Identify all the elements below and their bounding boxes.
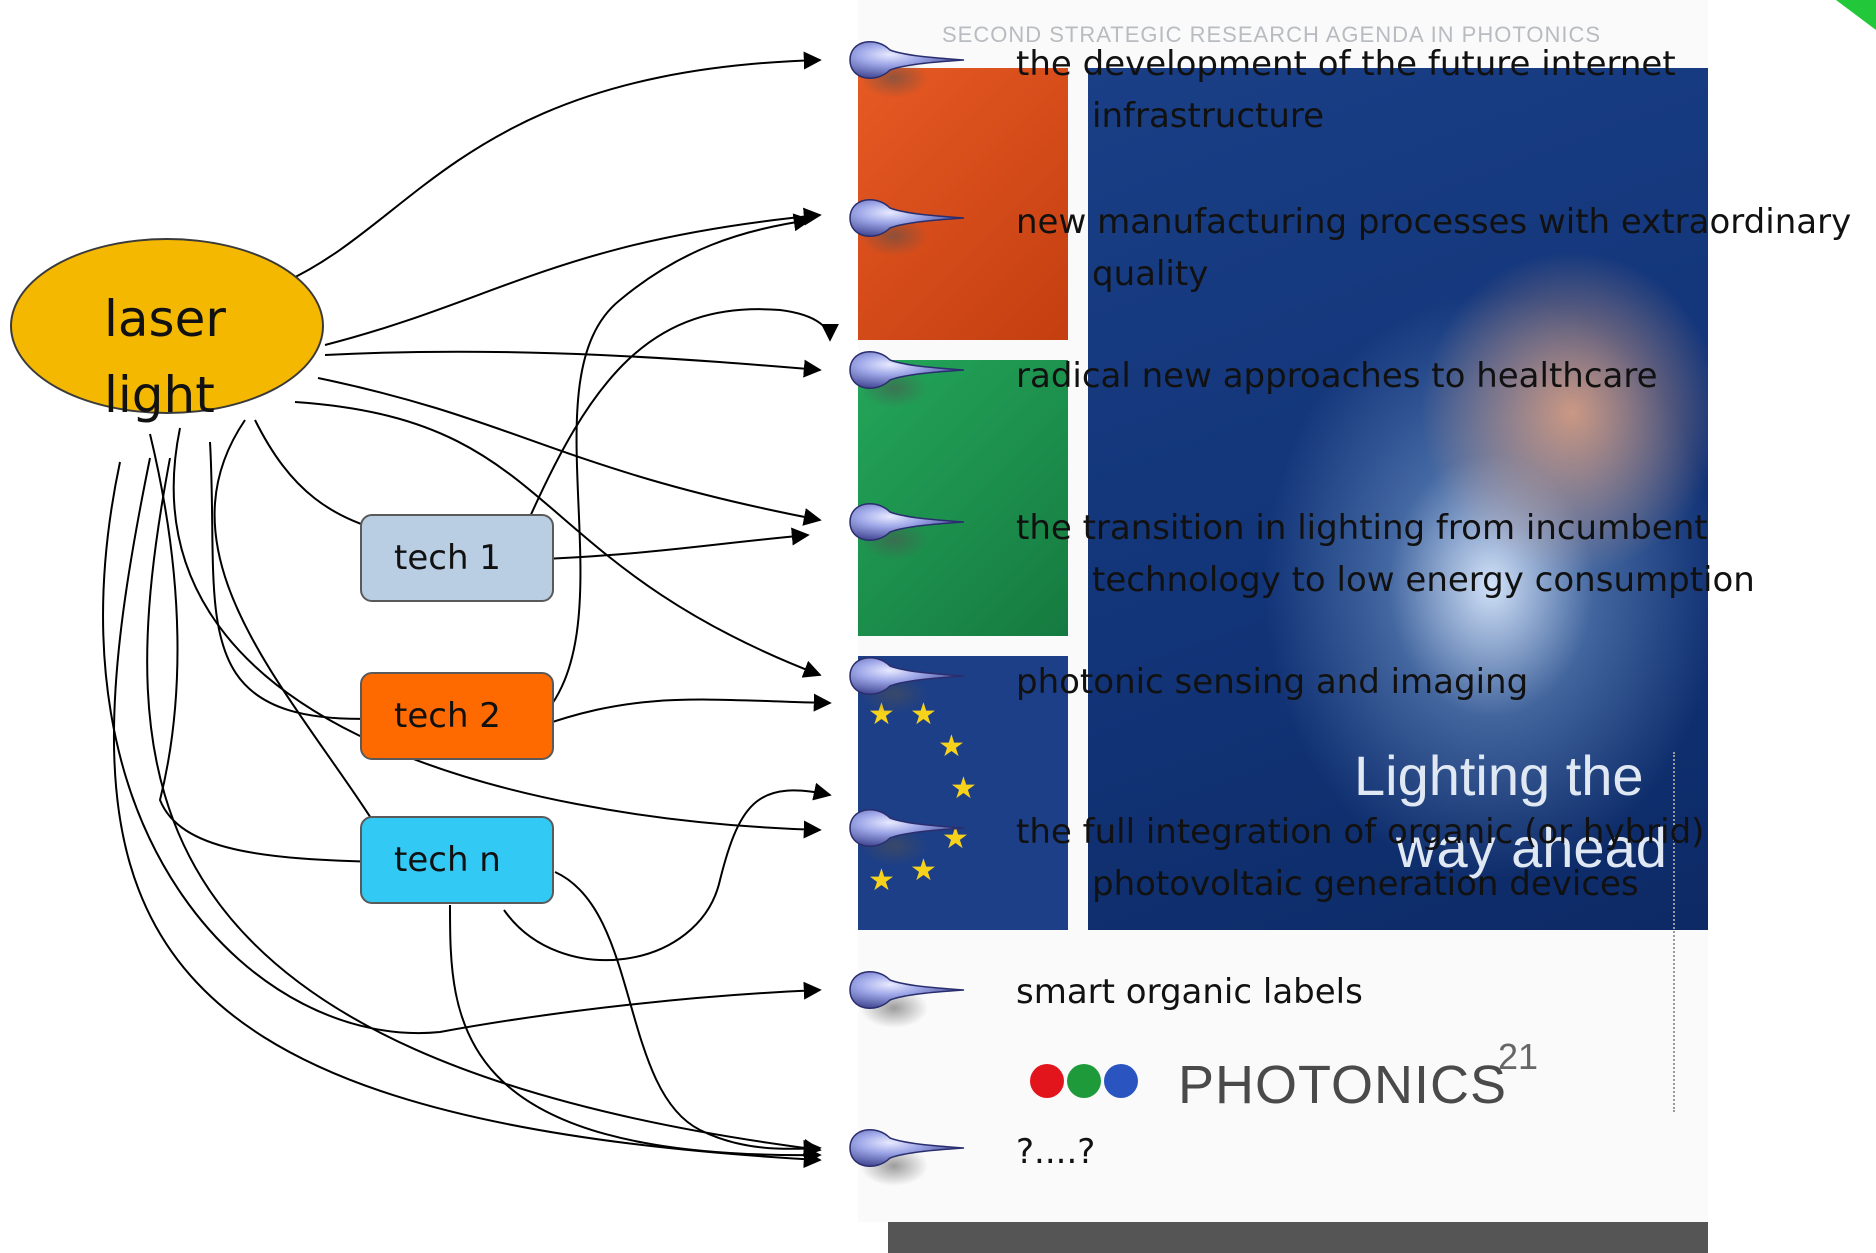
star-icon: ★ bbox=[938, 730, 965, 763]
application-line1: ?....? bbox=[1016, 1132, 1096, 1172]
laser-node-line1: laser bbox=[104, 290, 226, 348]
puzzle-hand-image bbox=[1088, 68, 1708, 930]
droplet-bullet-icon bbox=[849, 809, 965, 866]
application-item: new manufacturing processes with extraor… bbox=[1016, 196, 1851, 300]
star-icon: ★ bbox=[950, 772, 977, 805]
logo-dot-blue bbox=[1104, 1064, 1138, 1098]
droplet-bullet-icon bbox=[849, 657, 965, 714]
edge-techn-app6 bbox=[503, 782, 832, 962]
edge-laser-techn-b bbox=[213, 419, 389, 847]
edge-techn-app8a bbox=[554, 871, 822, 1158]
application-line1: the transition in lighting from incumben… bbox=[1016, 508, 1708, 548]
edge-techn-app8b bbox=[449, 904, 822, 1165]
application-line2: photovoltaic generation devices bbox=[1092, 864, 1639, 904]
application-item: photonic sensing and imaging bbox=[1016, 656, 1528, 708]
logo-dot-red bbox=[1030, 1064, 1064, 1098]
green-corner bbox=[1836, 0, 1876, 30]
edge-laser-app8a bbox=[112, 457, 822, 1169]
droplet-bullet-icon bbox=[849, 351, 965, 408]
tech-2-node: tech 2 bbox=[360, 672, 554, 760]
laser-node-line2: light bbox=[104, 366, 215, 424]
application-line2: quality bbox=[1092, 254, 1209, 294]
application-line2: technology to low energy consumption bbox=[1092, 560, 1755, 600]
edge-laser-techn bbox=[149, 433, 392, 871]
application-line1: photonic sensing and imaging bbox=[1016, 662, 1529, 702]
application-line2: infrastructure bbox=[1092, 96, 1325, 136]
edge-laser-tech2 bbox=[209, 441, 392, 728]
cover-title-line2: way ahead bbox=[1396, 816, 1667, 879]
tech-1-label: tech 1 bbox=[394, 538, 501, 578]
brochure-header: SECOND STRATEGIC RESEARCH AGENDA IN PHOT… bbox=[942, 22, 1602, 47]
application-item: radical new approaches to healthcare bbox=[1016, 350, 1658, 402]
edge-laser-app1 bbox=[284, 51, 822, 283]
droplet-bullet-icon bbox=[849, 1129, 965, 1186]
application-line1: the full integration of organic (or hybr… bbox=[1016, 812, 1705, 852]
application-item: ?....? bbox=[1016, 1126, 1095, 1178]
edge-laser-app2 bbox=[324, 207, 822, 346]
droplet-bullet-icon bbox=[849, 41, 965, 98]
application-line1: the development of the future internet bbox=[1016, 44, 1676, 84]
photonics21-logo: PHOTONICS 21 bbox=[1030, 1036, 1538, 1115]
droplet-bullet-icon bbox=[849, 971, 965, 1028]
edge-tech1-app4 bbox=[519, 527, 810, 561]
droplet-bullet-icon bbox=[849, 199, 965, 256]
application-line1: radical new approaches to healthcare bbox=[1016, 356, 1658, 396]
droplet-bullet-icon bbox=[849, 503, 965, 560]
logo-word: PHOTONICS bbox=[1178, 1055, 1508, 1115]
dotted-rule bbox=[1673, 752, 1675, 1112]
edge-tech2-app5 bbox=[534, 693, 832, 729]
edge-tech2-app2 bbox=[529, 213, 812, 729]
laser-light-node: laser light bbox=[10, 238, 324, 420]
tech-1-node: tech 1 bbox=[360, 514, 554, 602]
application-item: the full integration of organic (or hybr… bbox=[1016, 806, 1704, 910]
tech-n-label: tech n bbox=[394, 840, 501, 880]
application-item: smart organic labels bbox=[1016, 966, 1363, 1018]
application-item: the transition in lighting from incumben… bbox=[1016, 502, 1755, 606]
tech-n-node: tech n bbox=[360, 816, 554, 904]
edge-laser-app5 bbox=[294, 401, 822, 678]
orange-block bbox=[858, 68, 1068, 340]
logo-dot-green bbox=[1067, 1064, 1101, 1098]
edge-laser-app4 bbox=[317, 377, 822, 526]
edge-laser-app3 bbox=[324, 350, 822, 378]
edge-tech1-app3 bbox=[524, 308, 839, 529]
cover-title-line1: Lighting the bbox=[1354, 744, 1644, 807]
edge-laser-app6 bbox=[172, 427, 822, 839]
application-line1: new manufacturing processes with extraor… bbox=[1016, 202, 1852, 242]
star-icon: ★ bbox=[868, 864, 895, 897]
application-item: the development of the future internet in… bbox=[1016, 38, 1676, 142]
application-line1: smart organic labels bbox=[1016, 972, 1363, 1012]
edge-laser-app8b bbox=[146, 457, 822, 1157]
tech-2-label: tech 2 bbox=[394, 696, 501, 736]
logo-superscript: 21 bbox=[1498, 1036, 1539, 1077]
